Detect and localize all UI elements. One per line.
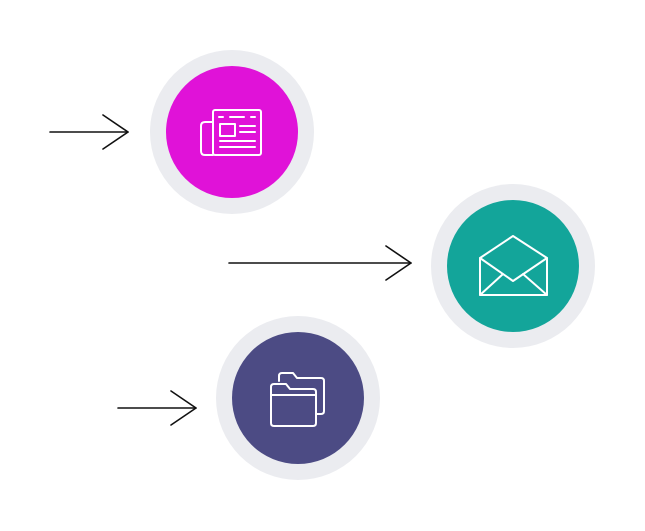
arrow-to-mail (228, 245, 412, 281)
folders-node (216, 316, 380, 480)
mail-node (431, 184, 595, 348)
news-node-disc (166, 66, 298, 198)
mail-node-disc (447, 200, 579, 332)
folders-node-disc (232, 332, 364, 464)
newspaper-icon (200, 109, 262, 156)
arrow-to-folders (117, 390, 197, 426)
folders-icon (270, 372, 325, 427)
arrow-to-news (49, 114, 129, 150)
open-envelope-icon (479, 235, 548, 296)
news-node (150, 50, 314, 214)
